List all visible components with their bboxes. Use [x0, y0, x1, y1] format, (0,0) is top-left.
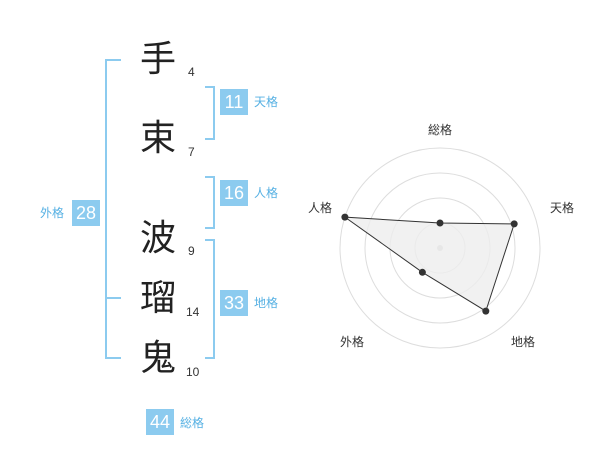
soukaku-label: 総格 — [180, 416, 205, 430]
radar-point-5 — [341, 213, 349, 221]
tenkaku-label: 天格 — [254, 95, 279, 109]
radar-point-4 — [418, 268, 426, 276]
name-char-3: 波 — [140, 218, 177, 259]
gaikaku-bracket — [105, 59, 121, 359]
radar-point-2 — [510, 220, 518, 228]
name-char-4: 瑠 — [140, 278, 177, 319]
jinkaku-value-badge: 16 — [220, 180, 248, 206]
radar-axis-label-chikaku: 地格 — [511, 335, 536, 349]
radar-point-3 — [482, 307, 490, 315]
soukaku-value-badge: 44 — [146, 409, 174, 435]
tenkaku-bracket — [205, 86, 215, 140]
radar-grid-ring-4 — [339, 147, 541, 349]
radar-axis-label-jinkaku: 人格 — [308, 201, 333, 215]
radar-axis-label-tenkaku: 天格 — [550, 201, 575, 215]
radar-area — [343, 216, 515, 312]
gaikaku-value-badge: 28 — [72, 200, 100, 226]
name-char-4-strokes: 14 — [186, 305, 200, 319]
name-char-2: 束 — [140, 118, 177, 159]
chikaku-label: 地格 — [254, 296, 279, 310]
radar-grid-ring-3 — [364, 172, 516, 324]
jinkaku-bracket — [205, 176, 215, 229]
name-char-5: 鬼 — [140, 338, 177, 379]
name-char-2-strokes: 7 — [188, 145, 195, 159]
name-char-1-strokes: 4 — [188, 65, 195, 79]
chikaku-value-badge: 33 — [220, 290, 248, 316]
name-char-3-strokes: 9 — [188, 244, 195, 258]
chikaku-bracket — [205, 239, 215, 359]
name-char-1: 手 — [140, 39, 177, 80]
gaikaku-label: 外格 — [40, 206, 65, 220]
radar-series — [341, 213, 518, 315]
radar-axis-label-soukaku: 総格 — [428, 123, 453, 137]
radar-axis-label-gaikaku: 外格 — [340, 335, 365, 349]
radar-point-1 — [436, 219, 444, 227]
jinkaku-label: 人格 — [254, 186, 279, 200]
tenkaku-value-badge: 11 — [220, 89, 248, 115]
name-char-5-strokes: 10 — [186, 365, 200, 379]
